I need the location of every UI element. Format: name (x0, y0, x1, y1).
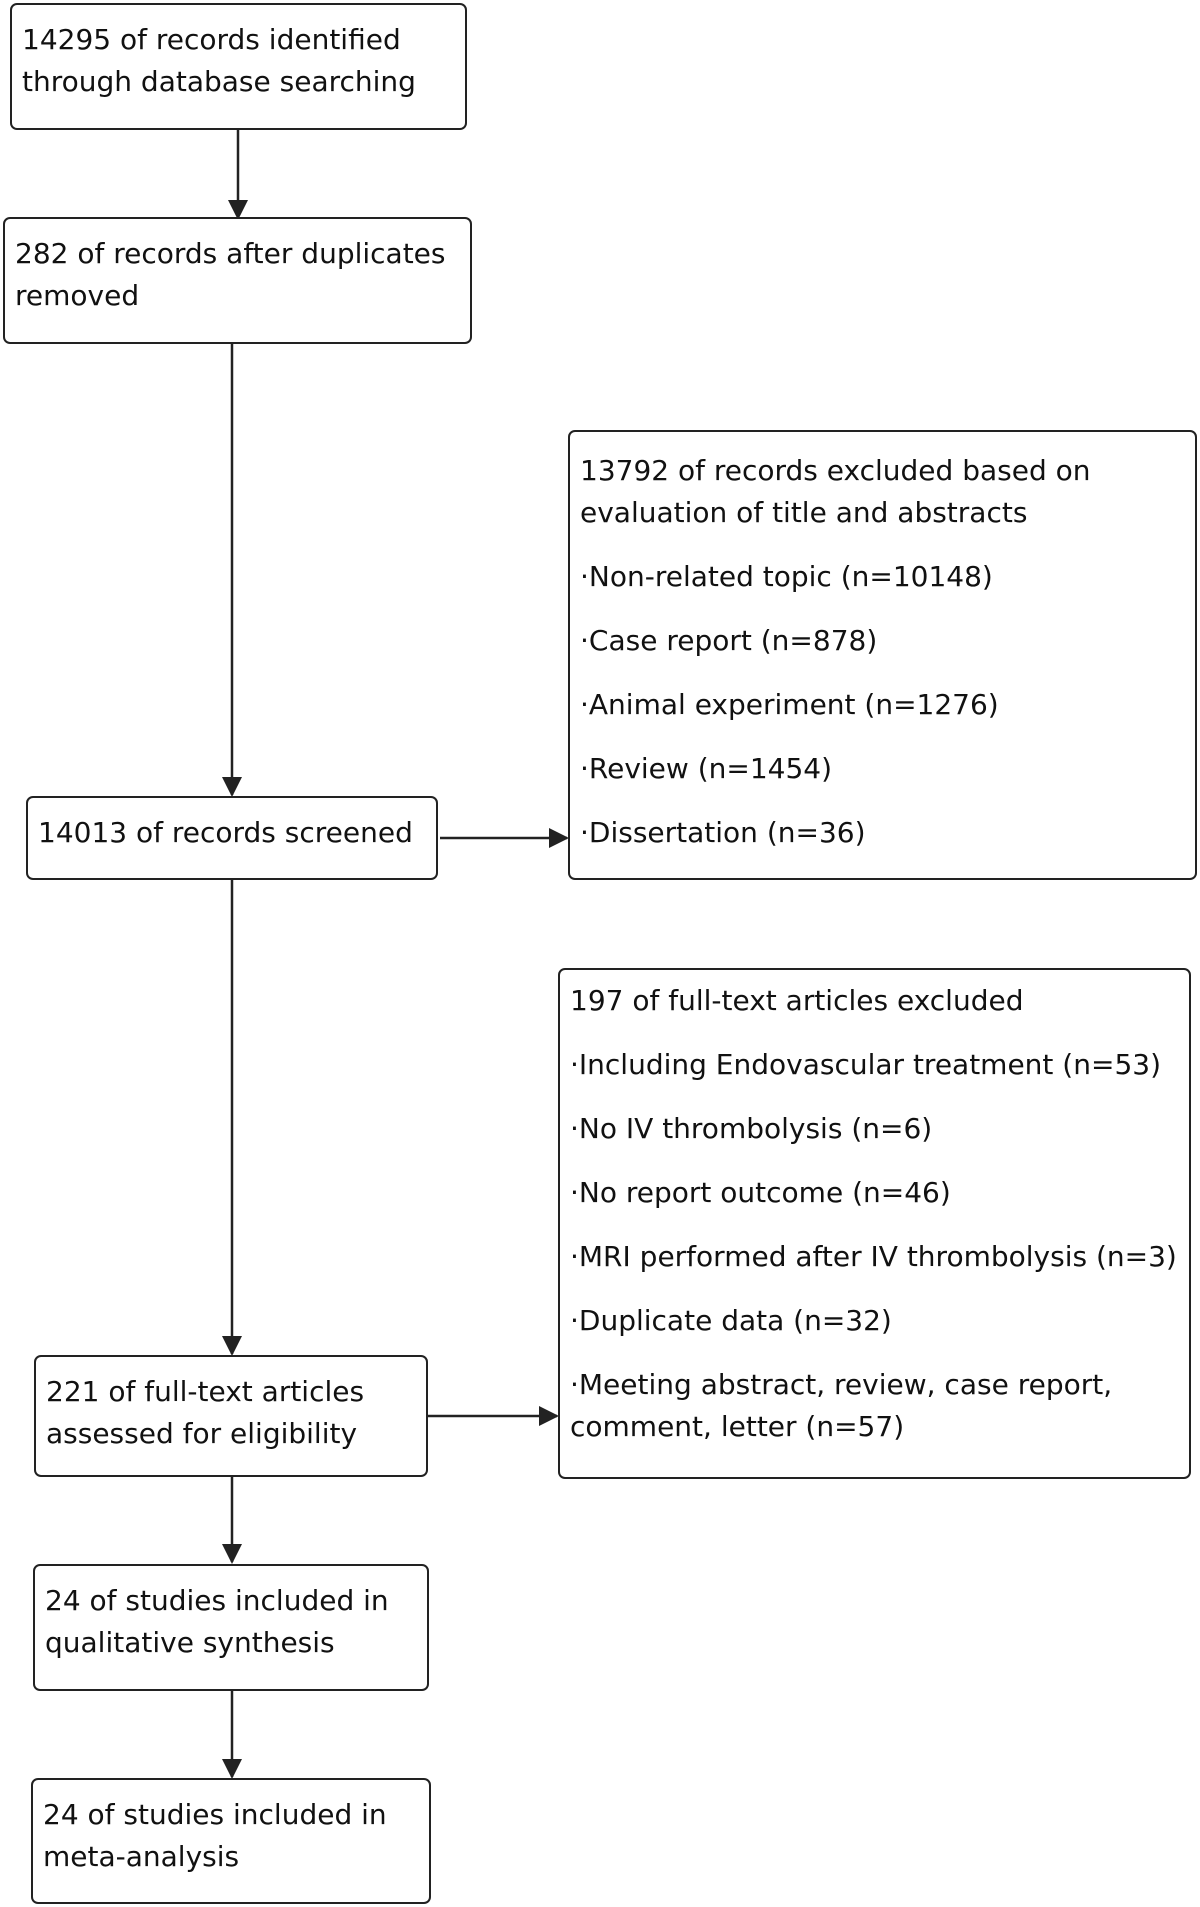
box-text-line: 221 of full-text articles (46, 1375, 365, 1408)
records-identified-box: 14295 of records identified through data… (10, 3, 467, 130)
box-text-line: 14013 of records screened (38, 816, 413, 849)
exclusion-item: ·No IV thrombolysis (n=6) (570, 1112, 933, 1145)
exclusion-item: ·Case report (n=878) (580, 624, 878, 657)
exclusion-item-line: comment, letter (n=57) (570, 1410, 905, 1443)
exclusion-item: ·Non-related topic (n=10148) (580, 560, 993, 593)
fulltext-excluded-heading: 197 of full-text articles excluded (570, 984, 1024, 1017)
exclusion-item: ·MRI performed after IV thrombolysis (n=… (570, 1240, 1177, 1273)
box-text-line: 24 of studies included in (45, 1584, 389, 1617)
exclusion-item: ·Duplicate data (n=32) (570, 1304, 892, 1337)
box-text-line: assessed for eligibility (46, 1417, 358, 1450)
records-after-duplicates-box: 282 of records after duplicates removed (3, 217, 472, 344)
box-text-line: through database searching (22, 65, 416, 98)
exclusion-item-line: ·Meeting abstract, review, case report, (570, 1368, 1113, 1401)
box-text-line: meta-analysis (43, 1840, 240, 1873)
box-text-line: 24 of studies included in (43, 1798, 387, 1831)
exclusion-item: ·Animal experiment (n=1276) (580, 688, 999, 721)
meta-analysis-box: 24 of studies included in meta-analysis (31, 1778, 431, 1904)
exclusion-item: ·Review (n=1454) (580, 752, 833, 785)
records-screened-box: 14013 of records screened (26, 796, 438, 880)
box-text-line: 14295 of records identified (22, 23, 401, 56)
exclusion-item: ·Dissertation (n=36) (580, 816, 866, 849)
fulltext-excluded-box: 197 of full-text articles excluded ·Incl… (558, 968, 1191, 1479)
box-text-line: removed (15, 279, 140, 312)
box-text-line: qualitative synthesis (45, 1626, 335, 1659)
excluded-heading-line: evaluation of title and abstracts (580, 496, 1028, 529)
exclusion-item: ·Including Endovascular treatment (n=53) (570, 1048, 1161, 1081)
fulltext-assessed-box: 221 of full-text articles assessed for e… (34, 1355, 428, 1477)
excluded-heading-line: 13792 of records excluded based on (580, 454, 1091, 487)
box-text-line: 282 of records after duplicates (15, 237, 446, 270)
qualitative-synthesis-box: 24 of studies included in qualitative sy… (33, 1564, 429, 1691)
exclusion-item: ·Meeting abstract, review, case report, … (570, 1364, 1179, 1448)
records-excluded-box: 13792 of records excluded based on evalu… (568, 430, 1197, 880)
exclusion-item: ·No report outcome (n=46) (570, 1176, 951, 1209)
